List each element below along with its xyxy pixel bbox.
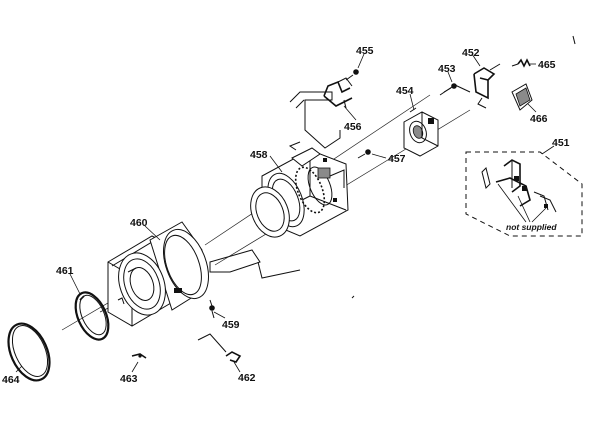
part-459-screw xyxy=(209,299,215,319)
label-454: 454 xyxy=(396,85,414,97)
part-457-screw xyxy=(357,149,371,159)
part-464-ring xyxy=(7,322,51,382)
label-453: 453 xyxy=(438,63,456,75)
part-452-clip xyxy=(473,63,501,109)
stray-marks xyxy=(351,35,576,299)
label-458: 458 xyxy=(250,149,268,161)
part-462-lower-clip xyxy=(197,333,242,363)
label-leader-lines xyxy=(15,53,555,373)
part-465-spring xyxy=(511,58,531,68)
label-455: 455 xyxy=(356,45,374,57)
label-459: 459 xyxy=(222,319,240,331)
label-451: 451 xyxy=(552,137,570,149)
part-458-zoom-assembly xyxy=(250,141,349,238)
part-466-filter xyxy=(511,83,533,111)
part-451-group xyxy=(465,151,583,237)
label-456: 456 xyxy=(344,121,362,133)
part-455-screw xyxy=(345,69,359,81)
label-465: 465 xyxy=(538,59,556,71)
label-452: 452 xyxy=(462,47,480,59)
label-460: 460 xyxy=(130,217,148,229)
label-457: 457 xyxy=(388,153,406,165)
label-462-lower: 462 xyxy=(238,372,256,384)
part-454-holder xyxy=(403,107,439,157)
not-supplied-note: not supplied xyxy=(506,222,557,232)
part-463-pin xyxy=(131,353,147,359)
part-number-labels: 464 461 463 460 458 459 462 456 455 457 … xyxy=(2,45,570,386)
label-461: 461 xyxy=(56,265,74,277)
part-453-screw xyxy=(443,83,457,93)
label-466: 466 xyxy=(530,113,548,125)
part-456-bracket xyxy=(323,77,353,109)
label-463: 463 xyxy=(120,373,138,385)
label-464: 464 xyxy=(2,374,20,386)
part-461-ring xyxy=(74,291,110,341)
part-460-lens-barrel xyxy=(107,221,209,327)
